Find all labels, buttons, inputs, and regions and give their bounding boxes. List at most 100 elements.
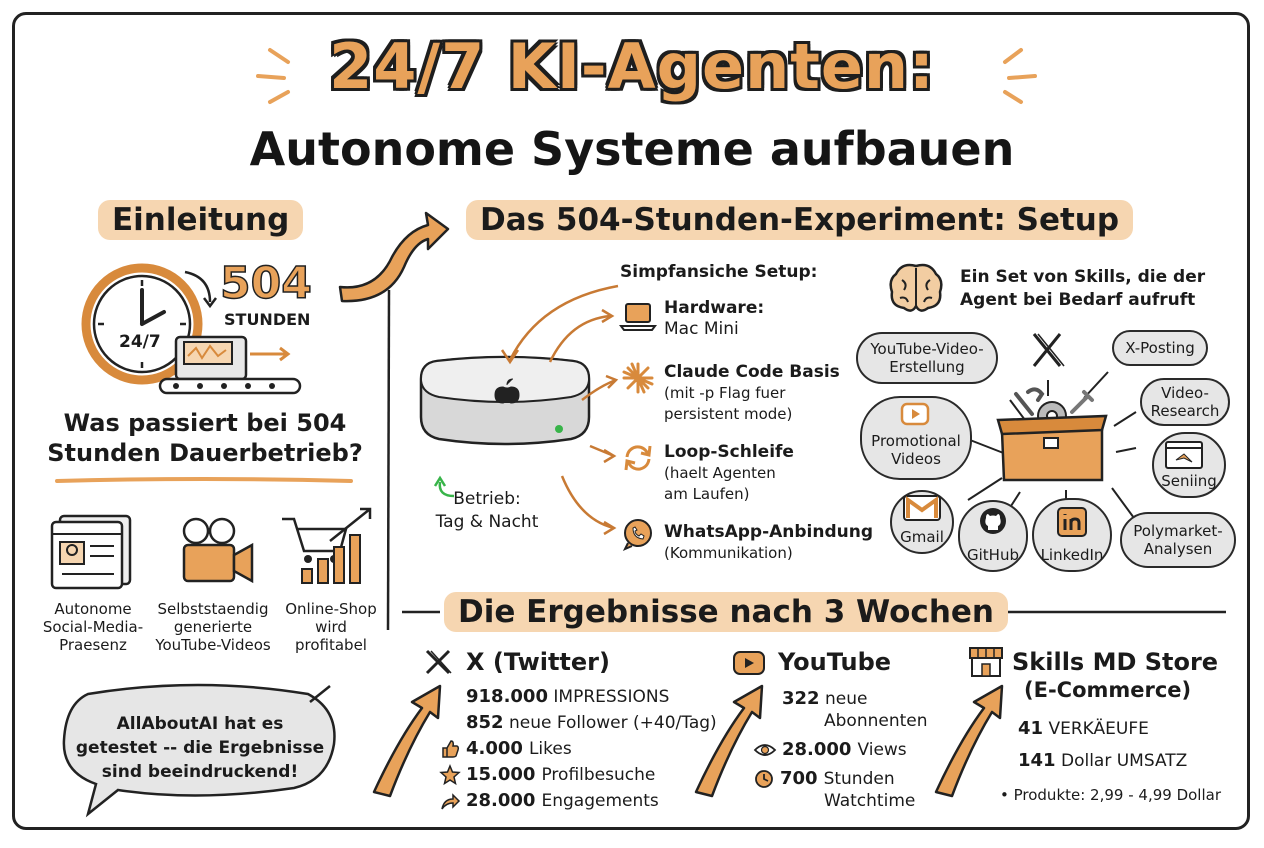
- store-subtitle: (E-Commerce): [1024, 678, 1192, 702]
- x-stats: 918.000 IMPRESSIONS 852 neue Follower (+…: [466, 684, 717, 736]
- question-line-2: Stunden Dauerbetrieb?: [47, 439, 363, 467]
- x-impressions-number: 918.000: [466, 686, 548, 707]
- intro-item-shop: Online-Shop wird profitabel: [276, 600, 386, 654]
- x-title: X (Twitter): [466, 648, 610, 676]
- github-icon: [980, 508, 1006, 534]
- skill-poly-l1: Polymarket-: [1133, 522, 1223, 540]
- setup-item-claude-desc1: (mit -p Flag fuer: [664, 384, 786, 402]
- youtube-title: YouTube: [778, 648, 892, 676]
- youtube-views-number: 28.000: [782, 739, 852, 760]
- intro-item-shop-line1: Online-Shop: [285, 600, 377, 618]
- skill-youtube-l2: Erstellung: [889, 358, 965, 376]
- setup-item-whatsapp-desc: (Kommunikation): [664, 544, 793, 562]
- x-impressions: 918.000 IMPRESSIONS: [466, 684, 717, 710]
- youtube-views-label: Views: [857, 740, 907, 760]
- browser-window-icon: [1165, 441, 1203, 469]
- loop-icon: [624, 445, 652, 471]
- x-twitter-icon: [425, 649, 452, 675]
- setup-item-claude-desc2: persistent mode): [664, 405, 793, 423]
- operation-line-1: Betrieb:: [453, 489, 521, 509]
- skill-research-l2: Research: [1150, 402, 1220, 420]
- x-likes-number: 4.000: [466, 738, 523, 759]
- bubble-line-3: sind beeindruckend!: [101, 762, 299, 782]
- x-visits-label: Profilbesuche: [541, 765, 656, 785]
- skill-promo-l1: Promotional: [871, 432, 961, 450]
- share-arrow-icon: [441, 793, 461, 810]
- growth-arrow-x-icon: [372, 684, 442, 798]
- x-followers: 852 neue Follower (+40/Tag): [466, 710, 717, 736]
- sparkle-left-icon: [256, 48, 290, 104]
- operation-line-2: Tag & Nacht: [435, 512, 539, 532]
- setup-item-loop-desc2: am Laufen): [664, 485, 750, 503]
- skill-research-l1: Video-: [1161, 384, 1209, 402]
- skills-caption: Ein Set von Skills, die der Agent bei Be…: [960, 266, 1205, 312]
- section-heading-setup: Das 504-Stunden-Experiment: Setup: [466, 200, 1134, 240]
- laptop-icon: [619, 303, 657, 331]
- skill-x-posting: X-Posting: [1112, 330, 1208, 366]
- store-products: • Produkte: 2,99 - 4,99 Dollar: [1000, 786, 1221, 804]
- setup-item-hardware-title: Hardware:: [664, 298, 765, 318]
- x-followers-label: neue Follower (+40/Tag): [508, 713, 717, 733]
- clock-machine-icon: [81, 263, 302, 395]
- intro-question: Was passiert bei 504 Stunden Dauerbetrie…: [40, 408, 370, 468]
- cycle-arrow-icon: [433, 475, 455, 498]
- toolbox-icon: [996, 387, 1108, 482]
- big-unit: STUNDEN: [224, 310, 311, 329]
- x-followers-number: 852: [466, 712, 504, 733]
- store-revenue-number: 141: [1018, 750, 1056, 771]
- star-icon: [439, 764, 461, 786]
- x-visits-number: 15.000: [466, 764, 536, 785]
- intro-item-youtube-line2: generierte: [173, 618, 253, 636]
- intro-item-youtube-line3: YouTube-Videos: [155, 636, 271, 654]
- skill-polymarket: Polymarket-Analysen: [1120, 512, 1236, 568]
- intro-item-shop-line2: wird: [315, 618, 347, 636]
- x-logo-icon: [1032, 333, 1065, 367]
- x-engagements-label: Engagements: [541, 791, 659, 811]
- mac-mini-icon: [419, 355, 591, 446]
- eye-icon: [753, 744, 777, 756]
- store-sales-number: 41: [1018, 718, 1044, 739]
- clock-label: 24/7: [119, 332, 161, 352]
- setup-item-claude-title: Claude Code Basis: [664, 362, 840, 382]
- store-icon: [969, 647, 1003, 677]
- setup-item-loop: Loop-Schleife (haelt Agenten am Laufen): [664, 442, 794, 505]
- operation-label: Betrieb: Tag & Nacht: [432, 488, 542, 534]
- skill-youtube-video: YouTube-Video-Erstellung: [856, 332, 998, 384]
- subtitle: Autonome Systeme aufbauen: [249, 122, 1015, 176]
- question-underline: [55, 477, 353, 483]
- intro-item-social-line3: Praesenz: [59, 636, 127, 654]
- store-revenue: 141 Dollar UMSATZ: [1018, 748, 1187, 774]
- intro-item-social-line2: Social-Media-: [42, 618, 144, 636]
- store-revenue-label: Dollar UMSATZ: [1060, 751, 1188, 771]
- section-heading-results: Die Ergebnisse nach 3 Wochen: [444, 592, 1008, 632]
- question-line-1: Was passiert bei 504: [63, 409, 347, 437]
- bubble-line-2: getestet -- die Ergebnisse: [75, 738, 325, 758]
- skill-promo-l2: Videos: [891, 450, 941, 468]
- store-title: Skills MD Store: [1012, 648, 1219, 676]
- gmail-icon: [903, 495, 941, 521]
- clock-icon: [755, 770, 773, 788]
- sparkle-right-icon: [1003, 48, 1037, 104]
- brain-icon: [889, 263, 943, 312]
- shop-growth-icon: [282, 507, 372, 584]
- big-number: 504: [219, 257, 312, 310]
- setup-label: Simpfansiche Setup:: [620, 262, 818, 282]
- skill-poly-l2: Analysen: [1143, 540, 1213, 558]
- setup-item-whatsapp: WhatsApp-Anbindung (Kommunikation): [664, 522, 873, 564]
- youtube-subs-label1: neue: [824, 689, 868, 709]
- video-camera-icon: [182, 517, 254, 584]
- setup-item-claude: Claude Code Basis (mit -p Flag fuer pers…: [664, 362, 840, 425]
- linkedin-icon: [1057, 507, 1087, 537]
- whatsapp-icon: [622, 519, 652, 551]
- section-heading-intro: Einleitung: [98, 200, 304, 240]
- speech-bubble: AllAboutAI hat es getestet -- die Ergebn…: [70, 712, 330, 784]
- speech-bubble-shape: [62, 683, 336, 818]
- intro-item-social: Autonome Social-Media- Praesenz: [38, 600, 148, 654]
- intro-item-shop-line3: profitabel: [295, 636, 367, 654]
